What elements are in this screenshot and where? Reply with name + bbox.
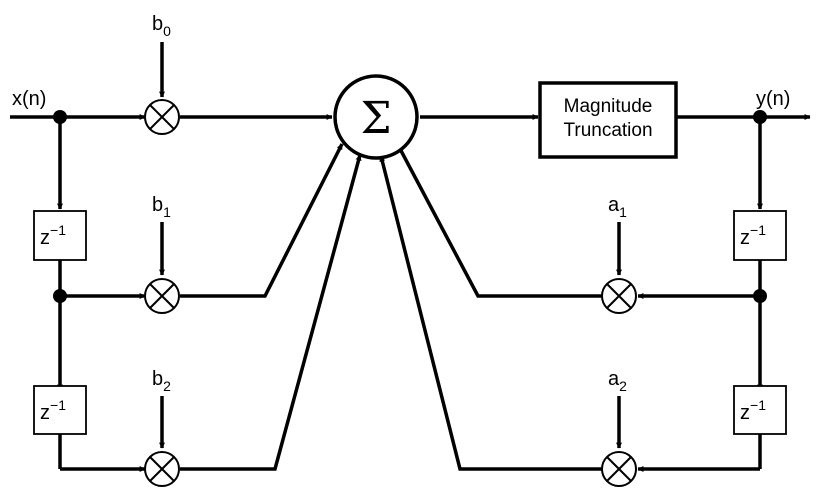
coef-label-a1: a1 (608, 194, 627, 220)
svg-text:z−1: z−1 (740, 397, 766, 424)
delay-exponent: −1 (50, 397, 66, 413)
coef-label-b2: b2 (152, 368, 171, 394)
multiplier-b2 (144, 451, 180, 487)
multiplier-a2 (601, 451, 637, 487)
delay-block-left-1: z−1 (33, 210, 87, 261)
signal-wires (10, 42, 811, 472)
output-junction-dot (753, 110, 767, 124)
a1-mult-to-sum-wire (396, 144, 602, 298)
input-signal-label: x(n) (12, 88, 46, 110)
output-signal-label: y(n) (756, 88, 790, 110)
sigma-symbol: Σ (360, 93, 391, 144)
delay-block-right-1: z−1 (733, 210, 787, 261)
delay-block-right-2: z−1 (733, 385, 787, 435)
magnitude-truncation-block: Magnitude Truncation (538, 81, 678, 159)
delay-block-left-2: z−1 (33, 385, 87, 435)
input-junction-dot (53, 110, 67, 124)
multiplier-b1 (144, 278, 180, 314)
svg-text:z−1: z−1 (740, 222, 766, 249)
delay-exponent: −1 (50, 222, 66, 238)
svg-text:z−1: z−1 (40, 222, 66, 249)
b1-mult-to-sum-wire (180, 143, 344, 298)
coef-label-b1: b1 (152, 194, 171, 220)
delay-base: z (740, 227, 750, 249)
left-junction-dot (53, 289, 67, 303)
delay-base: z (40, 227, 50, 249)
summation-node: Σ (333, 74, 419, 160)
a2-mult-to-sum-wire (379, 155, 602, 471)
svg-text:z−1: z−1 (40, 397, 66, 424)
coef-label-a2: a2 (608, 368, 627, 394)
delay-exponent: −1 (750, 222, 766, 238)
b2-mult-to-sum-wire (180, 154, 362, 471)
multiplier-b0 (144, 99, 180, 135)
coef-label-b0: b0 (152, 13, 171, 39)
right-junction-dot (753, 289, 767, 303)
delay-base: z (740, 402, 750, 424)
delay-base: z (40, 402, 50, 424)
multiplier-a1 (601, 278, 637, 314)
quantizer-label-line1: Magnitude (564, 96, 653, 117)
delay-exponent: −1 (750, 397, 766, 413)
quantizer-label-line2: Truncation (563, 120, 652, 141)
